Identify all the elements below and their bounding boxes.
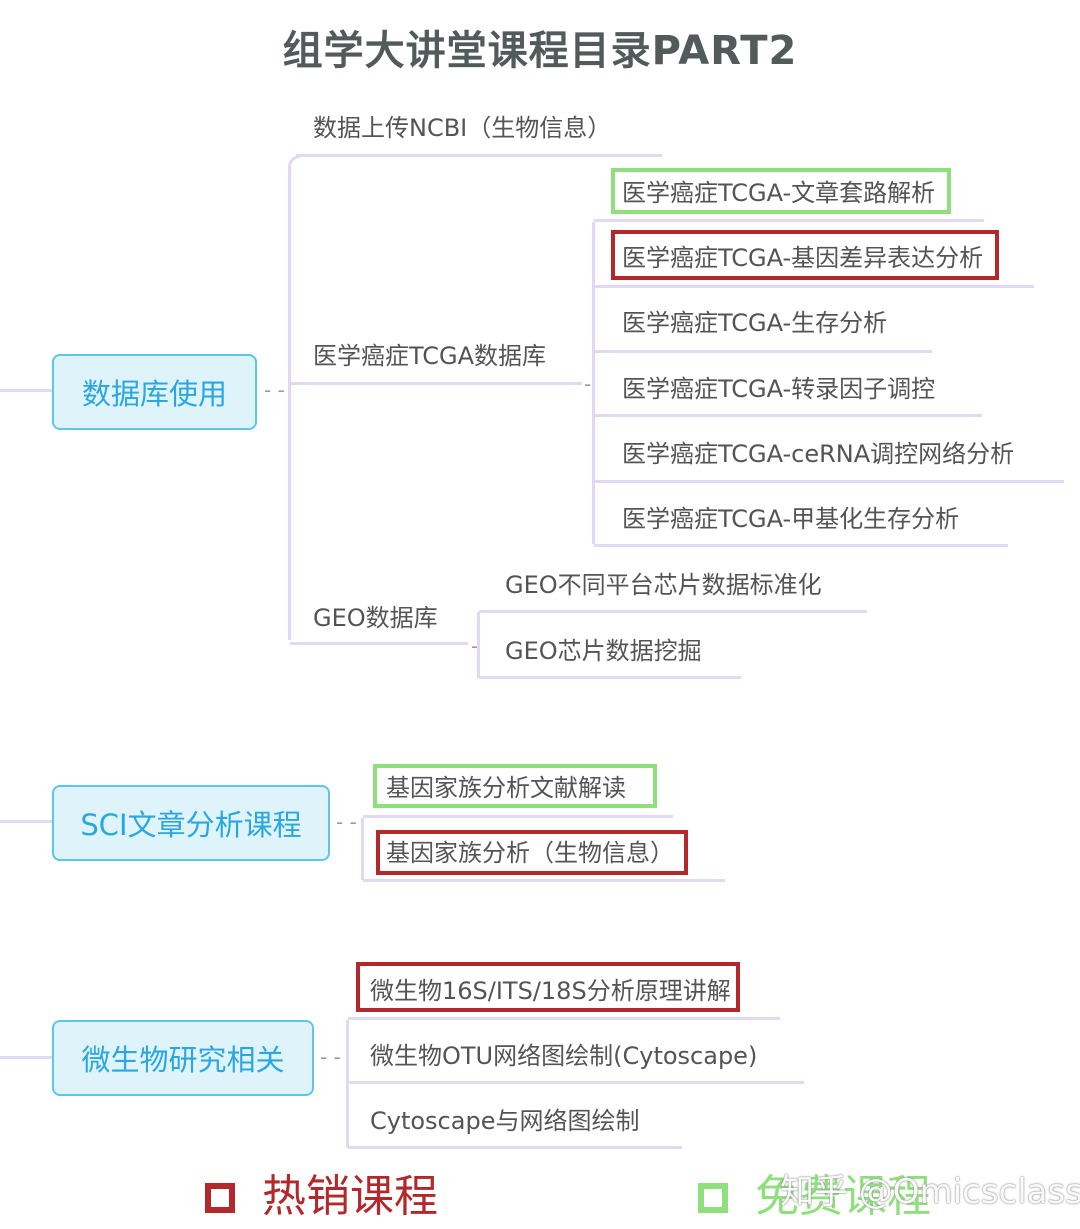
label-tcga-item-1[interactable]: 医学癌症TCGA-文章套路解析 [622,179,936,207]
label-geo-item-2[interactable]: GEO芯片数据挖掘 [505,637,702,665]
collapse-toggle-database[interactable]: - - [264,378,285,402]
underline-sci-item-2 [363,879,725,882]
underline-micro-item-1 [348,1017,780,1020]
label-micro-item-2[interactable]: 微生物OTU网络图绘制(Cytoscape) [370,1042,758,1070]
underline-geo-item-2 [479,676,741,679]
label-sci-item-1[interactable]: 基因家族分析文献解读 [386,774,626,802]
underline-geo-item-1 [479,610,867,613]
hot-highlight-micro-item-1 [356,962,740,1012]
underline-micro-item-3 [348,1146,682,1149]
legend-hot-label: 热销课程 [262,1171,438,1222]
collapse-toggle-micro[interactable]: - - [320,1045,341,1069]
label-tcga-item-2[interactable]: 医学癌症TCGA-基因差异表达分析 [622,244,984,272]
label-micro-item-3[interactable]: Cytoscape与网络图绘制 [370,1107,640,1135]
label-sci-item-2[interactable]: 基因家族分析（生物信息） [386,839,674,867]
label-tcga-item-3[interactable]: 医学癌症TCGA-生存分析 [622,309,888,337]
branch-trunk-tcga [592,222,595,544]
label-geo-item-1[interactable]: GEO不同平台芯片数据标准化 [505,571,822,599]
free-highlight-tcga-item-1 [611,168,951,214]
hot-highlight-sci-item-2 [376,830,688,875]
root-connector-micro [0,1056,52,1059]
underline-tcga [290,382,582,385]
underline-sci-item-1 [363,815,673,818]
root-connector-sci [0,820,52,823]
collapse-toggle-sci[interactable]: - - [336,810,357,834]
collapse-toggle-geo[interactable]: - [471,634,479,658]
label-micro-item-1[interactable]: 微生物16S/ITS/18S分析原理讲解 [370,977,731,1005]
page-title: 组学大讲堂课程目录PART2 [282,28,798,74]
underline-tcga-item-1 [594,219,984,222]
underline-tcga-item-4 [594,414,982,417]
node-sci-label: SCI文章分析课程 [80,808,302,842]
label-geo[interactable]: GEO数据库 [313,604,438,632]
branch-trunk-geo [477,612,480,678]
hot-highlight-tcga-item-2 [611,230,999,280]
label-tcga[interactable]: 医学癌症TCGA数据库 [313,342,547,370]
node-database[interactable]: 数据库使用 [52,354,257,430]
underline-micro-item-2 [348,1081,804,1084]
free-highlight-sci-item-1 [373,764,657,808]
node-micro-label: 微生物研究相关 [81,1043,285,1077]
label-tcga-item-5[interactable]: 医学癌症TCGA-ceRNA调控网络分析 [622,440,1015,468]
branch-trunk-micro [346,1020,349,1148]
legend-free-label: 免费课程 [755,1171,931,1222]
node-micro[interactable]: 微生物研究相关 [52,1020,314,1096]
root-connector-database [0,389,52,392]
node-database-label: 数据库使用 [81,377,227,411]
underline-geo [290,642,468,645]
underline-tcga-item-2 [594,285,1034,288]
collapse-toggle-tcga[interactable]: - [584,372,592,396]
branch-trunk-sci [361,818,364,880]
underline-ncbi [296,154,662,157]
label-ncbi[interactable]: 数据上传NCBI（生物信息） [313,114,612,142]
node-sci[interactable]: SCI文章分析课程 [52,785,330,861]
underline-tcga-item-6 [594,544,1008,547]
underline-tcga-item-5 [594,480,1064,483]
legend-free-swatch [698,1183,728,1213]
underline-tcga-item-3 [594,350,932,353]
label-tcga-item-4[interactable]: 医学癌症TCGA-转录因子调控 [622,375,936,403]
legend-hot-swatch [205,1183,235,1213]
watermark: 知乎 @Omicsclass [780,1172,1080,1212]
label-tcga-item-6[interactable]: 医学癌症TCGA-甲基化生存分析 [622,505,960,533]
branch-trunk-database [288,165,291,640]
